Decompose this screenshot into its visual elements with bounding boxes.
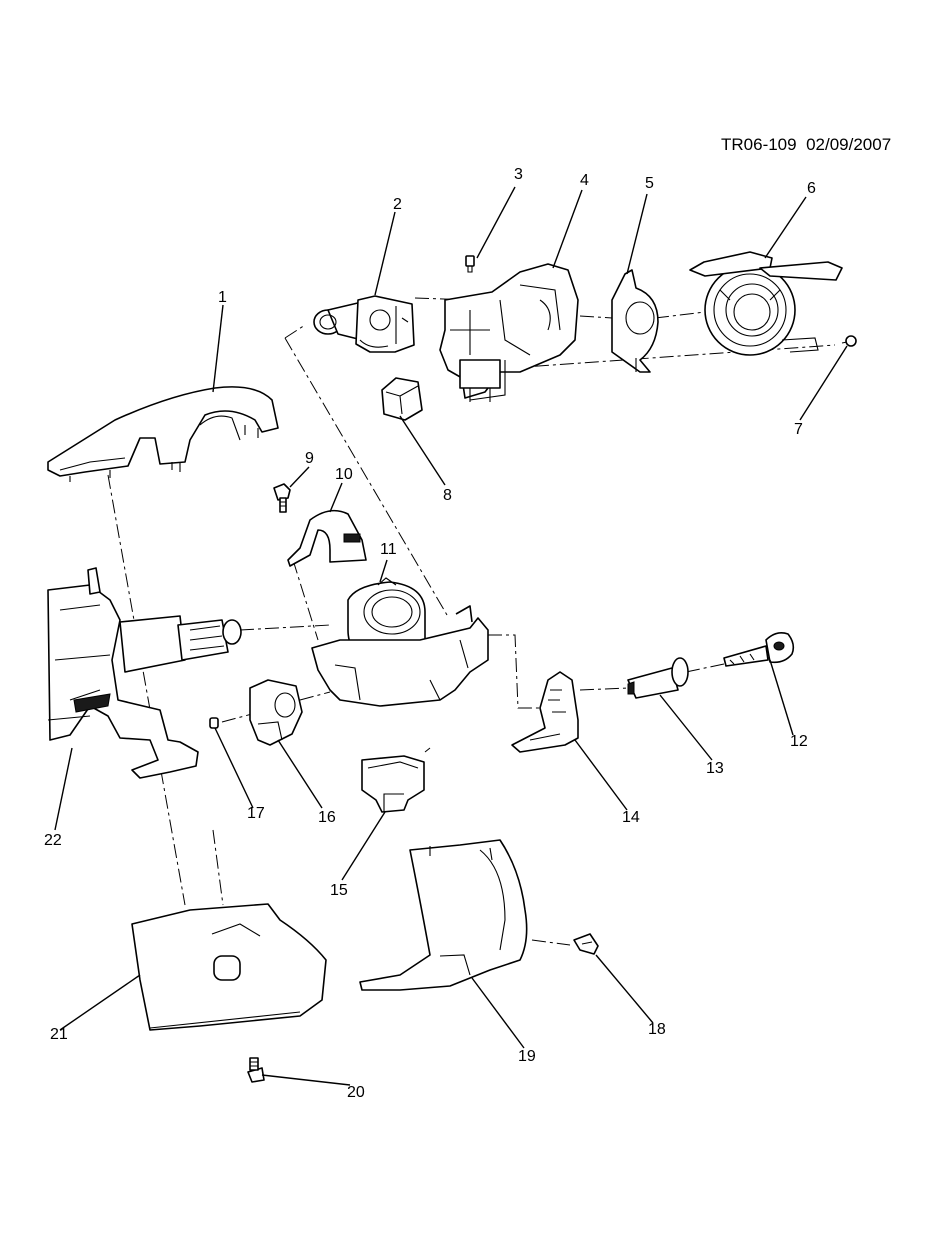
callout-16: 16	[318, 809, 336, 826]
part-12-key	[723, 632, 795, 667]
callout-19: 19	[518, 1048, 536, 1065]
part-6-clock-spring	[689, 251, 843, 356]
callout-17: 17	[247, 805, 265, 822]
assembly-guide-lines	[107, 297, 836, 946]
part-5-cover	[611, 269, 659, 373]
callout-2: 2	[393, 196, 402, 213]
callout-18: 18	[648, 1021, 666, 1038]
part-22-steering-column	[47, 567, 242, 779]
part-18-clip	[573, 933, 599, 955]
part-2-turn-signal-switch	[313, 295, 415, 353]
callout-3: 3	[514, 166, 523, 183]
callout-1: 1	[218, 289, 227, 306]
callout-22: 22	[44, 832, 62, 849]
callout-13: 13	[706, 760, 724, 777]
part-17-screw	[209, 717, 219, 729]
callout-9: 9	[305, 450, 314, 467]
diagram-id: TR06-109	[721, 135, 797, 154]
part-13-lock-cylinder	[627, 657, 689, 699]
part-9-bolt	[273, 483, 291, 513]
callout-12: 12	[790, 733, 808, 750]
callout-20: 20	[347, 1084, 365, 1101]
leader-lines	[54, 186, 848, 1086]
part-1-upper-shroud	[47, 386, 279, 482]
part-3-screw	[465, 255, 475, 273]
part-20-bolt	[247, 1057, 265, 1083]
callout-14: 14	[622, 809, 640, 826]
callout-11: 11	[380, 541, 397, 558]
diagram-header: TR06-109 02/09/2007	[721, 135, 891, 155]
diagram-date: 02/09/2007	[806, 135, 892, 154]
part-15-ignition-switch	[361, 755, 425, 813]
part-11-lock-housing	[311, 577, 489, 707]
part-8-connector	[381, 377, 423, 421]
callout-8: 8	[443, 487, 452, 504]
callout-5: 5	[645, 175, 654, 192]
part-19-lower-shroud	[359, 839, 528, 991]
part-7-screw	[841, 335, 857, 347]
callout-7: 7	[794, 421, 803, 438]
callout-6: 6	[807, 180, 816, 197]
part-14-ignition-bezel	[511, 671, 579, 753]
callout-4: 4	[580, 172, 589, 189]
part-4-switch-housing	[439, 263, 579, 402]
callout-15: 15	[330, 882, 348, 899]
part-16-actuator	[249, 679, 303, 746]
part-10-bracket	[287, 509, 367, 567]
callout-10: 10	[335, 466, 353, 483]
callout-21: 21	[50, 1026, 68, 1043]
part-21-lower-shroud	[131, 903, 327, 1031]
